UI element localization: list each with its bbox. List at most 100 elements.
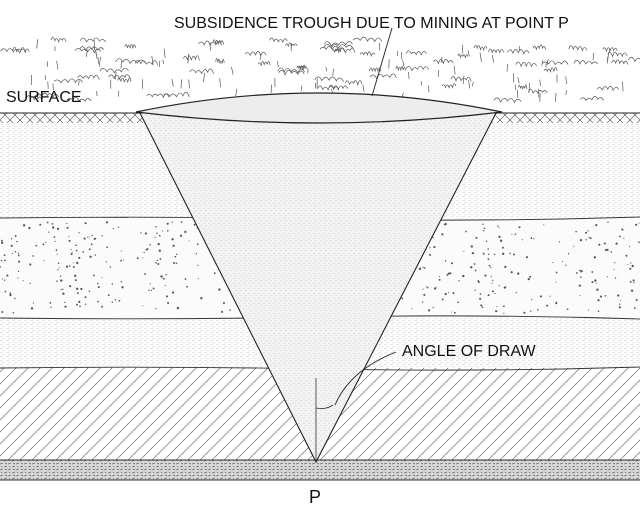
stipple-dot [155, 226, 157, 228]
angle-of-draw-label: ANGLE OF DRAW [402, 343, 537, 360]
stipple-dot [596, 289, 598, 291]
stipple-dot [62, 293, 64, 295]
stipple-dot [451, 262, 453, 264]
stipple-dot [64, 302, 65, 303]
stipple-dot [32, 255, 34, 257]
grass-tuft [232, 67, 234, 74]
stipple-dot [629, 246, 630, 247]
stipple-dot [87, 237, 88, 238]
stipple-dot [499, 227, 500, 228]
stipple-dot [218, 288, 220, 290]
stipple-dot [4, 260, 6, 262]
stipple-dot [492, 290, 494, 292]
stipple-dot [72, 252, 73, 253]
stipple-dot [71, 253, 73, 255]
stipple-dot [13, 312, 14, 313]
grass-tuft [428, 85, 429, 92]
stipple-dot [6, 275, 8, 277]
grass-tuft [469, 80, 470, 88]
stipple-dot [615, 277, 616, 278]
stipple-dot [89, 256, 91, 258]
stipple-dot [159, 250, 161, 252]
vegetation-stroke [629, 57, 640, 61]
stipple-dot [57, 228, 59, 230]
vegetation-stroke [80, 47, 104, 51]
stipple-dot [522, 239, 523, 240]
stipple-dot [160, 275, 162, 277]
grass-tuft [363, 85, 364, 92]
stipple-dot [200, 297, 202, 299]
stipple-dot [634, 307, 636, 309]
stratum-coal-seam [0, 460, 640, 480]
stipple-dot [155, 237, 156, 238]
vegetation-stroke [370, 74, 396, 79]
stipple-dot [162, 231, 163, 232]
stipple-dot [18, 255, 20, 257]
stipple-dot [69, 265, 71, 267]
grass-tuft [99, 57, 100, 67]
stipple-dot [497, 225, 498, 226]
stipple-dot [158, 243, 160, 245]
stipple-dot [537, 309, 539, 311]
stipple-dot [194, 224, 196, 226]
grass-tuft [188, 54, 189, 64]
stipple-dot [633, 279, 635, 281]
stipple-dot [423, 294, 425, 296]
vegetation-stroke [125, 44, 136, 48]
stipple-dot [494, 293, 495, 294]
stipple-dot [600, 296, 602, 298]
stipple-dot [69, 285, 71, 287]
stipple-dot [118, 227, 119, 228]
stipple-dot [478, 281, 480, 283]
stipple-dot [49, 302, 51, 304]
stipple-dot [573, 246, 574, 247]
stipple-dot [148, 289, 149, 290]
stipple-dot [474, 263, 476, 265]
stipple-dot [119, 300, 121, 302]
stipple-dot [93, 275, 95, 277]
surface-label: SURFACE [6, 89, 82, 106]
stipple-dot [533, 238, 534, 239]
stipple-dot [176, 254, 177, 255]
stipple-dot [164, 278, 165, 279]
stipple-dot [180, 235, 182, 237]
vegetation-stroke [213, 40, 224, 45]
stipple-dot [78, 232, 79, 233]
vegetation-stroke [78, 75, 100, 80]
grass-tuft [326, 67, 327, 71]
grass-tuft [181, 79, 182, 88]
stipple-dot [181, 221, 183, 223]
stipple-dot [156, 232, 157, 233]
stipple-dot [487, 248, 488, 249]
vegetation-stroke [580, 96, 603, 100]
stipple-dot [172, 221, 173, 222]
vegetation-stroke [396, 66, 406, 70]
stipple-dot [448, 292, 449, 293]
stipple-dot [1, 240, 3, 242]
stipple-dot [442, 298, 444, 300]
stipple-dot [197, 243, 199, 245]
point-p-label: P [309, 487, 321, 507]
stipple-dot [633, 282, 634, 283]
vegetation-stroke [80, 38, 106, 42]
stipple-dot [16, 241, 17, 242]
stipple-dot [500, 240, 502, 242]
stipple-dot [526, 256, 528, 258]
stipple-dot [422, 289, 423, 290]
stipple-dot [490, 267, 491, 268]
stipple-dot [588, 310, 589, 311]
stipple-dot [610, 251, 612, 253]
stipple-dot [504, 286, 506, 288]
stipple-dot [39, 224, 41, 226]
stipple-dot [2, 278, 3, 279]
vegetation-stroke [190, 69, 214, 74]
grass-tuft [507, 64, 508, 71]
stipple-dot [85, 222, 87, 224]
stipple-dot [433, 237, 434, 238]
stipple-dot [76, 262, 78, 264]
stipple-dot [590, 237, 592, 239]
vegetation-stroke [54, 79, 83, 83]
stipple-dot [543, 224, 544, 225]
stipple-dot [462, 275, 464, 277]
